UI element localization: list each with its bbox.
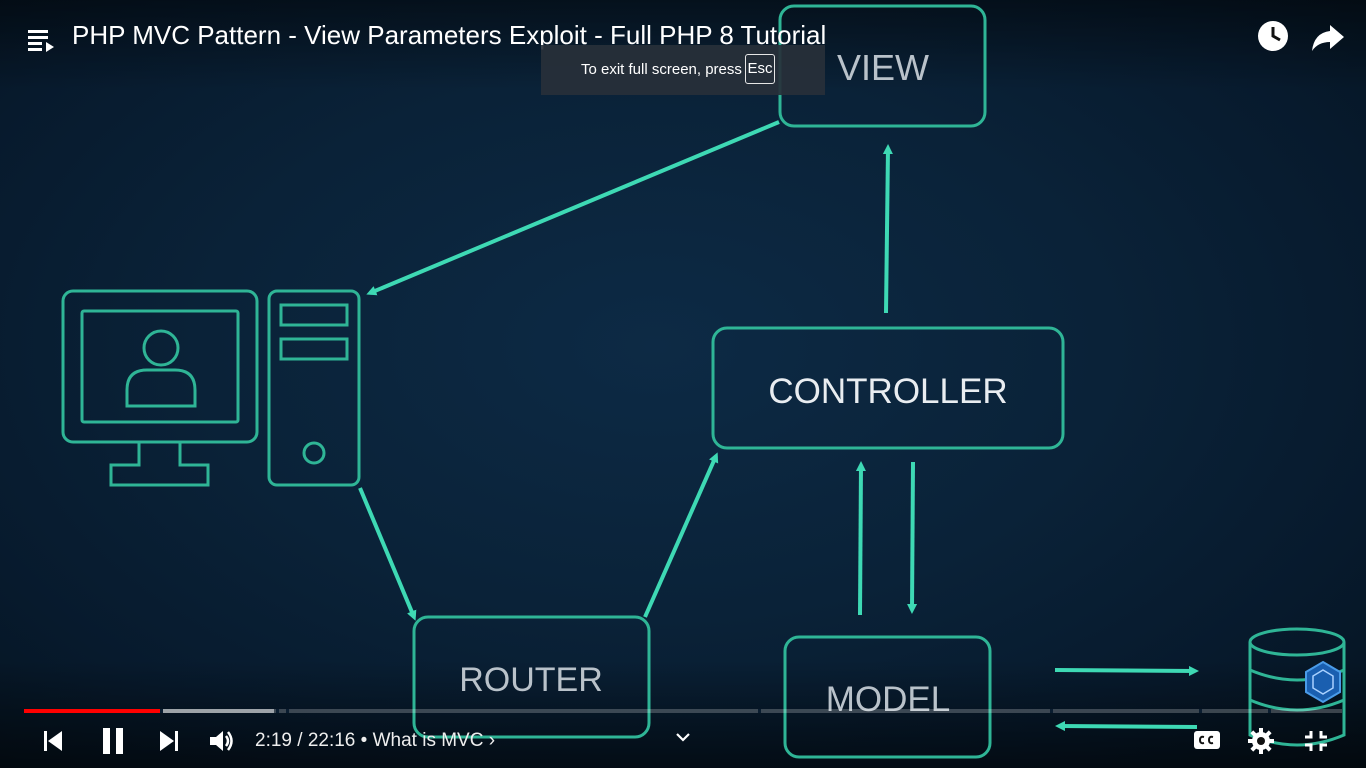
fullscreen-exit-toast: To exit full screen, press Esc [541, 45, 825, 95]
time-separator: / [297, 730, 303, 751]
arrow-model-to-database [1054, 665, 1199, 676]
closed-captions-icon[interactable] [1192, 728, 1222, 752]
esc-key-badge: Esc [745, 54, 775, 84]
chapter-label: What is MVC [372, 730, 484, 751]
chapter-marker [1199, 709, 1202, 713]
clock-icon[interactable] [1254, 17, 1292, 55]
controller-node-box [711, 326, 1065, 450]
database-icon [1248, 627, 1346, 747]
time-display: 2:19 / 22:16 • What is MVC › [255, 730, 495, 752]
chapter-marker [758, 709, 761, 713]
chapter-marker [160, 709, 163, 713]
arrow-router-to-controller [643, 452, 719, 618]
chapter-marker [286, 709, 289, 713]
fullscreen-toast-text: To exit full screen, press [581, 61, 742, 78]
arrow-database-to-model [1055, 721, 1198, 732]
arrow-controller-to-view [882, 144, 893, 314]
progress-track [24, 709, 1342, 713]
view-node-label: VIEW [837, 47, 929, 88]
chapter-marker [1050, 709, 1053, 713]
share-arrow-icon[interactable] [1308, 17, 1348, 57]
model-node-label: MODEL [826, 680, 950, 719]
chevron-down-icon[interactable] [674, 729, 692, 745]
chapter-title-button[interactable]: • What is MVC › [361, 730, 495, 751]
channel-logo [1305, 660, 1341, 704]
bottom-gradient [0, 660, 1366, 768]
exit-fullscreen-icon[interactable] [1302, 728, 1330, 754]
skip-previous-icon[interactable] [40, 728, 66, 754]
volume-icon[interactable] [207, 727, 237, 755]
controller-node-label: CONTROLLER [768, 372, 1007, 411]
computer-icon [61, 289, 361, 487]
arrow-model-to-controller [855, 461, 866, 616]
gear-icon[interactable] [1247, 727, 1275, 755]
playlist-icon[interactable] [22, 22, 56, 56]
progress-bar[interactable] [24, 704, 1342, 718]
arrow-view-to-client [366, 120, 780, 296]
router-node-label: ROUTER [459, 661, 603, 699]
arrow-controller-to-model [907, 461, 918, 614]
skip-next-icon[interactable] [156, 728, 182, 754]
progress-played [24, 709, 161, 713]
chapter-bullet: • [360, 730, 368, 751]
model-node-box [783, 635, 992, 759]
arrow-client-to-router [358, 487, 417, 621]
duration: 22:16 [307, 730, 356, 751]
chapter-marker [276, 709, 279, 713]
chapter-marker [1268, 709, 1271, 713]
current-time: 2:19 [255, 730, 292, 751]
pause-icon[interactable] [100, 726, 126, 756]
chevron-right-icon: › [488, 730, 496, 751]
router-node-box [412, 615, 651, 739]
